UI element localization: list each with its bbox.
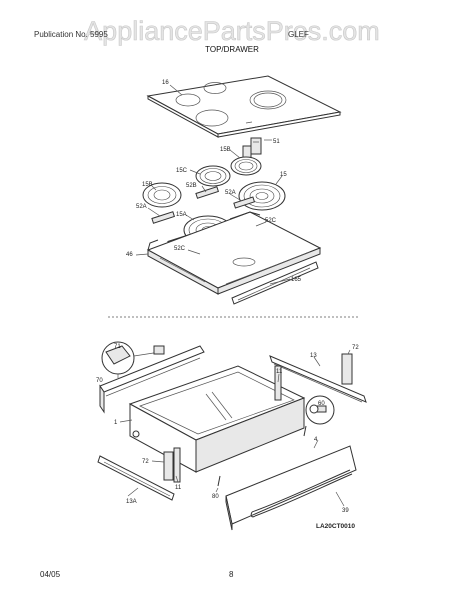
- label-4: 4: [314, 437, 318, 443]
- label-11-left: 11: [175, 485, 182, 491]
- detail-callout-71: [101, 341, 165, 375]
- drawer-front-panel: [225, 445, 357, 531]
- label-60: 60: [318, 401, 325, 407]
- label-15B-left: 15B: [142, 182, 153, 188]
- label-15A: 15A: [176, 212, 187, 218]
- header-right: GLEF: [288, 30, 309, 39]
- label-70: 70: [96, 378, 103, 384]
- label-80: 80: [212, 494, 219, 500]
- watermark: AppliancePartsPros.com: [84, 16, 380, 46]
- label-72-left: 72: [142, 459, 149, 465]
- section-title: TOP/DRAWER: [205, 45, 259, 54]
- label-15B-top: 15B: [220, 147, 231, 153]
- label-52C-right: 52C: [265, 218, 277, 224]
- surface-element-15B-top: [230, 156, 262, 176]
- label-165: 165: [291, 277, 302, 283]
- label-13A: 13A: [126, 499, 137, 505]
- label-15C: 15C: [176, 168, 188, 174]
- leader-lines: [117, 84, 351, 507]
- label-52C-left: 52C: [174, 246, 186, 252]
- label-46: 46: [126, 252, 133, 258]
- left-drawer-rail: [99, 345, 205, 414]
- label-1: 1: [114, 420, 118, 426]
- infinite-switch: [242, 137, 262, 159]
- label-51: 51: [273, 139, 280, 145]
- label-11-right: 11: [276, 369, 283, 375]
- drawer-roller-callout: [305, 395, 335, 425]
- label-13: 13: [310, 353, 317, 359]
- right-drawer-rail: [269, 353, 367, 403]
- screw-80: [217, 475, 221, 487]
- surface-element-15C: [195, 165, 231, 187]
- label-15: 15: [280, 172, 287, 178]
- surface-element-15: [238, 181, 286, 211]
- diagram-code: LA20CT0010: [316, 523, 355, 530]
- drawer-slides: [173, 365, 282, 483]
- left-lower-rail: [97, 451, 175, 501]
- label-52A-left: 52A: [136, 204, 147, 210]
- footer-page-number: 8: [229, 570, 234, 579]
- label-16: 16: [162, 80, 169, 86]
- cooktop-glass: [146, 75, 342, 138]
- label-72-right: 72: [352, 345, 359, 351]
- screw: [303, 425, 307, 437]
- label-52A-right: 52A: [225, 190, 236, 196]
- label-71: 71: [114, 344, 121, 350]
- main-top-frame: [146, 211, 322, 295]
- surface-element-15B-left: [142, 182, 182, 208]
- label-52B: 52B: [186, 183, 197, 189]
- header-left: Publication No. 5995: [34, 30, 108, 39]
- label-39: 39: [342, 508, 349, 514]
- footer-date: 04/05: [40, 570, 61, 579]
